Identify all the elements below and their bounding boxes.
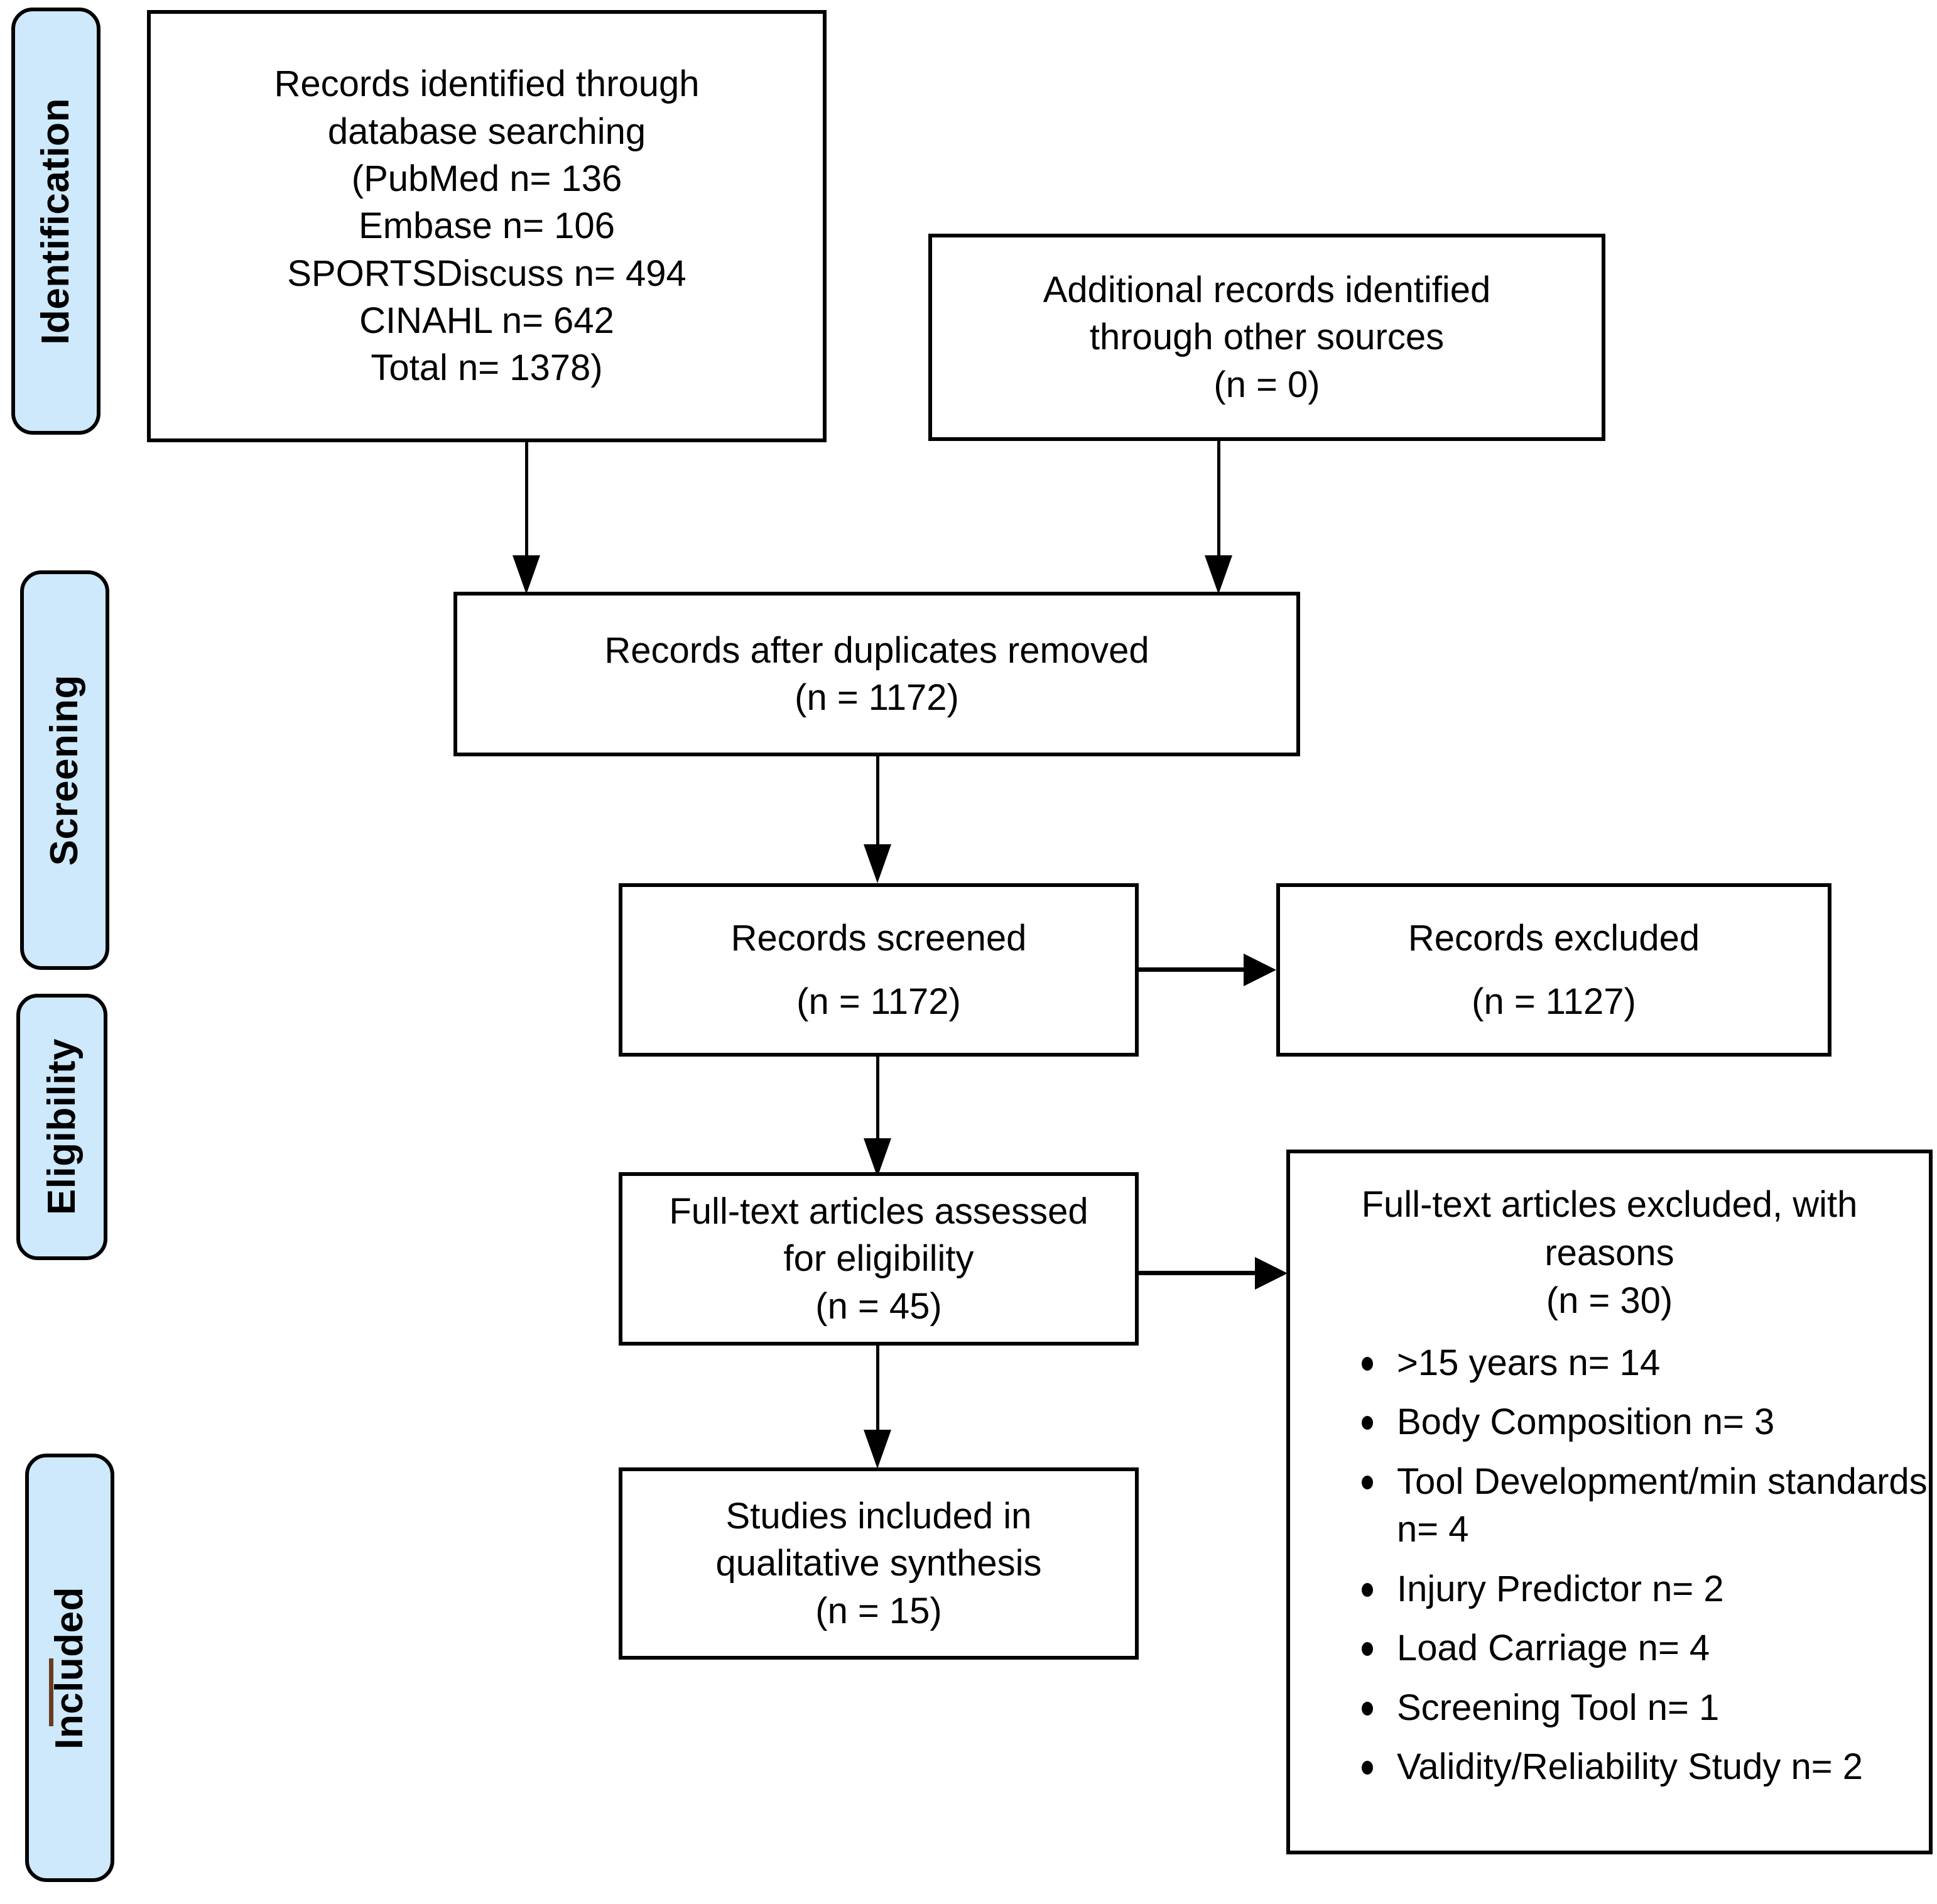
records-identified-line-2: database searching: [327, 111, 646, 152]
list-item: Load Carriage n= 4: [1358, 1624, 1929, 1673]
fulltext-excluded-head-1: Full-text articles excluded, with: [1361, 1184, 1858, 1225]
connector-additional-to-duplicates: [1217, 441, 1220, 562]
list-item: Body Composition n= 3: [1358, 1398, 1929, 1447]
phase-label-included-text: Included: [48, 1586, 91, 1749]
connector-fulltext-to-included: [876, 1346, 879, 1433]
phase-label-included: Included: [25, 1454, 114, 1882]
connector-duplicates-to-screened: [876, 756, 879, 848]
connector-identified-to-duplicates: [525, 442, 528, 562]
arrowhead-fulltext-to-included: [864, 1430, 891, 1469]
phase-label-identification: Identification: [11, 8, 100, 435]
studies-included-line-1: Studies included in: [725, 1495, 1032, 1537]
phase-label-eligibility-text: Eligibility: [40, 1038, 84, 1216]
arrowhead-identified-to-duplicates: [513, 555, 540, 594]
additional-records-line-3: (n = 0): [1213, 364, 1320, 405]
studies-included-line-2: qualitative synthesis: [715, 1543, 1042, 1584]
phase-label-screening: Screening: [20, 570, 109, 970]
arrowhead-screened-to-excluded: [1244, 954, 1276, 986]
duplicates-removed-line-1: Records after duplicates removed: [604, 629, 1149, 671]
arrowhead-fulltext-to-excluded: [1255, 1257, 1288, 1290]
fulltext-excluded-head-2: reasons: [1544, 1232, 1674, 1273]
records-identified-line-3: (PubMed n= 136: [351, 158, 622, 199]
list-item: Tool Development/min standards n= 4: [1358, 1458, 1929, 1554]
fulltext-excluded-head-3: (n = 30): [1546, 1280, 1673, 1322]
box-records-identified: Records identified through database sear…: [147, 10, 827, 442]
box-fulltext-excluded: Full-text articles excluded, with reason…: [1286, 1150, 1933, 1854]
arrowhead-duplicates-to-screened: [864, 844, 891, 883]
additional-records-line-2: through other sources: [1089, 317, 1445, 358]
list-item: Validity/Reliability Study n= 2: [1358, 1743, 1929, 1792]
box-records-screened: Records screened (n = 1172): [619, 883, 1139, 1057]
records-identified-line-1: Records identified through: [274, 63, 700, 105]
box-fulltext-assessed: Full-text articles assessed for eligibil…: [619, 1172, 1139, 1346]
box-studies-included: Studies included in qualitative synthesi…: [619, 1467, 1139, 1660]
records-identified-line-7: Total n= 1378): [371, 347, 603, 389]
exclusion-reasons-list: >15 years n= 14 Body Composition n= 3 To…: [1290, 1334, 1929, 1803]
records-identified-line-4: Embase n= 106: [359, 205, 615, 247]
records-excluded-line-2: (n = 1127): [1472, 981, 1636, 1022]
connector-fulltext-to-excluded: [1139, 1271, 1258, 1275]
box-records-excluded: Records excluded (n = 1127): [1276, 883, 1831, 1057]
records-identified-line-6: CINAHL n= 642: [359, 300, 614, 342]
phase-label-screening-text: Screening: [43, 674, 86, 866]
list-item: Injury Predictor n= 2: [1358, 1565, 1929, 1614]
connector-screened-to-fulltext: [876, 1057, 879, 1142]
box-additional-records: Additional records identified through ot…: [928, 234, 1605, 441]
studies-included-line-3: (n = 15): [815, 1590, 942, 1631]
records-screened-line-2: (n = 1172): [796, 981, 961, 1022]
arrowhead-additional-to-duplicates: [1205, 555, 1232, 594]
fulltext-assessed-line-3: (n = 45): [815, 1285, 942, 1327]
phase-label-eligibility: Eligibility: [16, 994, 107, 1260]
records-identified-line-5: SPORTSDiscuss n= 494: [287, 253, 686, 294]
list-item: Screening Tool n= 1: [1358, 1684, 1929, 1733]
fulltext-assessed-line-2: for eligibility: [783, 1238, 974, 1280]
connector-screened-to-excluded: [1139, 967, 1247, 972]
phase-label-identification-text: Identification: [34, 97, 77, 345]
records-screened-line-1: Records screened: [730, 917, 1027, 959]
records-excluded-line-1: Records excluded: [1408, 917, 1700, 959]
fulltext-assessed-line-1: Full-text articles assessed: [669, 1190, 1088, 1232]
list-item: >15 years n= 14: [1358, 1339, 1929, 1388]
arrowhead-screened-to-fulltext: [864, 1138, 891, 1177]
duplicates-removed-line-2: (n = 1172): [795, 677, 959, 718]
additional-records-line-1: Additional records identified: [1043, 269, 1491, 310]
included-tick-artifact: [49, 1658, 53, 1726]
box-duplicates-removed: Records after duplicates removed (n = 11…: [453, 592, 1300, 756]
